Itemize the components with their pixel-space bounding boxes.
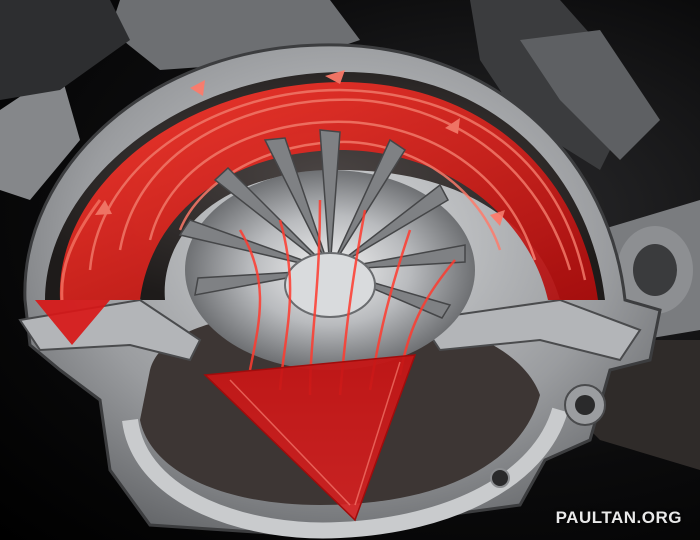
site-watermark: PAULTAN.ORG xyxy=(556,508,682,528)
